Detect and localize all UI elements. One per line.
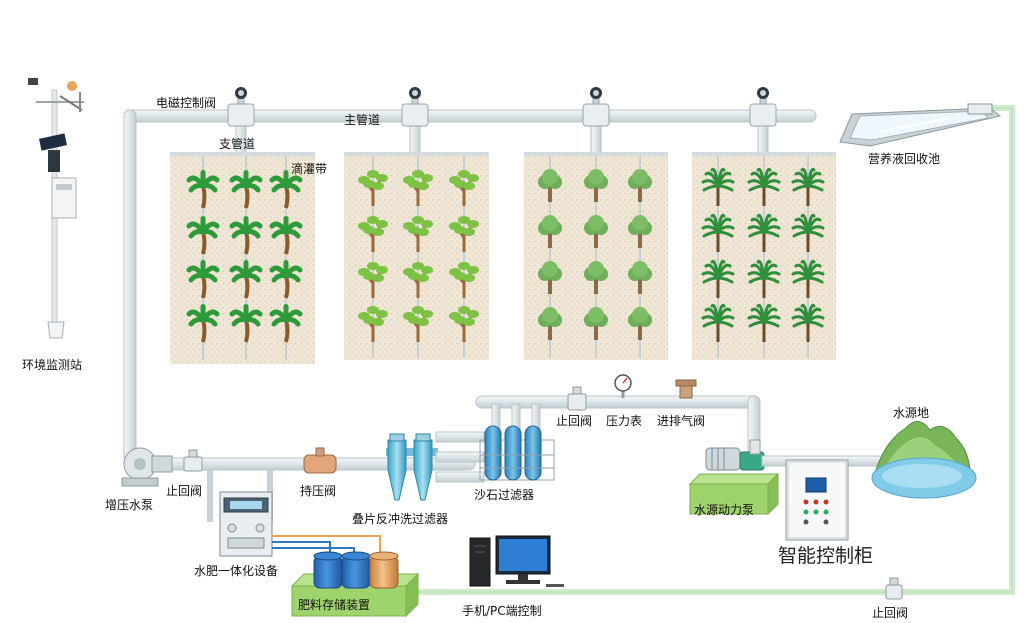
fern-palm-icon bbox=[701, 167, 735, 206]
check-valve-icon bbox=[183, 449, 203, 472]
check-valve-icon bbox=[567, 386, 587, 411]
fern-palm-icon bbox=[701, 259, 735, 298]
fern-palm-icon bbox=[791, 259, 825, 298]
sapling-icon bbox=[358, 306, 388, 342]
pressure-gauge-label: 压力表 bbox=[606, 414, 643, 428]
air-valve-label: 进排气阀 bbox=[657, 414, 706, 428]
solenoid-valve-icon bbox=[749, 87, 777, 127]
palm-tree-icon bbox=[269, 260, 303, 299]
water-pump-icon bbox=[705, 439, 765, 471]
check-valve-left-label: 止回阀 bbox=[166, 484, 203, 498]
round-tree-icon bbox=[628, 261, 652, 294]
solenoid-valve-icon bbox=[582, 87, 610, 127]
solenoid-valve-icon bbox=[401, 87, 429, 127]
fern-palm-icon bbox=[701, 213, 735, 252]
fertigation-unit-label: 水肥一体化设备 bbox=[194, 564, 279, 578]
nutrient-recovery-pool-icon bbox=[839, 103, 1002, 147]
water-source-icon bbox=[871, 421, 977, 499]
check-valve-mid-label: 止回阀 bbox=[556, 414, 593, 428]
sapling-icon bbox=[358, 170, 388, 206]
round-tree-icon bbox=[628, 307, 652, 340]
weather-station-icon bbox=[28, 78, 84, 339]
palm-tree-icon bbox=[229, 260, 263, 299]
round-tree-icon bbox=[628, 215, 652, 248]
vertical-feed-pipe bbox=[123, 109, 137, 463]
control-cabinet-label: 智能控制柜 bbox=[778, 545, 874, 567]
fertilizer-tank-icon bbox=[341, 551, 371, 589]
palm-tree-icon bbox=[186, 260, 220, 299]
source-pump-label: 水源动力泵 bbox=[694, 503, 755, 517]
fertilizer-storage-label: 肥料存储装置 bbox=[298, 598, 371, 612]
fern-palm-icon bbox=[701, 303, 735, 342]
fern-palm-icon bbox=[747, 303, 781, 342]
round-tree-icon bbox=[538, 169, 562, 202]
fern-palm-icon bbox=[791, 167, 825, 206]
fertilizer-tank-icon bbox=[313, 551, 343, 589]
sapling-icon bbox=[403, 262, 433, 298]
check-valve-bottom-label: 止回阀 bbox=[872, 606, 909, 620]
palm-tree-icon bbox=[229, 304, 263, 343]
fern-palm-icon bbox=[747, 213, 781, 252]
booster-pump-label: 增压水泵 bbox=[105, 498, 154, 512]
main-pipe-label: 主管道 bbox=[344, 113, 381, 127]
sand-filter-icon bbox=[479, 425, 555, 481]
palm-tree-icon bbox=[269, 170, 303, 209]
sapling-icon bbox=[403, 306, 433, 342]
palm-tree-icon bbox=[269, 304, 303, 343]
palm-tree-icon bbox=[229, 216, 263, 255]
control-cabinet-icon bbox=[785, 459, 849, 541]
computer-icon bbox=[469, 535, 564, 587]
fern-palm-icon bbox=[791, 303, 825, 342]
fertigation-unit-icon bbox=[219, 491, 273, 557]
round-tree-icon bbox=[584, 261, 608, 294]
sapling-icon bbox=[449, 170, 479, 206]
fern-palm-icon bbox=[791, 213, 825, 252]
sapling-icon bbox=[403, 170, 433, 206]
sand-filter-label: 沙石过滤器 bbox=[474, 488, 535, 502]
sapling-icon bbox=[449, 262, 479, 298]
palm-tree-icon bbox=[229, 170, 263, 209]
fern-palm-icon bbox=[747, 259, 781, 298]
round-tree-icon bbox=[538, 215, 562, 248]
solenoid-valve-label: 电磁控制阀 bbox=[156, 96, 217, 110]
pc-control-label: 手机/PC端控制 bbox=[462, 604, 542, 618]
nutrient-recovery-pool-label: 营养液回收池 bbox=[868, 152, 941, 166]
round-tree-icon bbox=[538, 307, 562, 340]
palm-tree-icon bbox=[186, 170, 220, 209]
sapling-icon bbox=[358, 262, 388, 298]
round-tree-icon bbox=[628, 169, 652, 202]
disc-filter-icon bbox=[386, 433, 438, 501]
round-tree-icon bbox=[584, 169, 608, 202]
palm-tree-icon bbox=[186, 216, 220, 255]
disc-filter-label: 叠片反冲洗过滤器 bbox=[352, 512, 449, 526]
palm-tree-icon bbox=[269, 216, 303, 255]
sapling-icon bbox=[449, 216, 479, 252]
fern-palm-icon bbox=[747, 167, 781, 206]
solenoid-valve-icon bbox=[227, 87, 255, 127]
check-valve-icon bbox=[885, 577, 903, 600]
sapling-icon bbox=[403, 216, 433, 252]
drip-tape-label: 滴灌带 bbox=[291, 162, 328, 176]
pressure-gauge-icon bbox=[614, 374, 632, 398]
air-valve-icon bbox=[675, 379, 697, 399]
booster-pump-icon bbox=[121, 447, 173, 487]
palm-tree-icon bbox=[186, 304, 220, 343]
round-tree-icon bbox=[538, 261, 562, 294]
round-tree-icon bbox=[584, 215, 608, 248]
environment-station-label: 环境监测站 bbox=[22, 358, 83, 372]
round-tree-icon bbox=[584, 307, 608, 340]
pressure-valve-label: 持压阀 bbox=[300, 484, 337, 498]
sapling-icon bbox=[449, 306, 479, 342]
water-source-label: 水源地 bbox=[893, 406, 930, 420]
pressure-valve-icon bbox=[303, 447, 337, 474]
fertilizer-tank-icon bbox=[369, 551, 399, 589]
sapling-icon bbox=[358, 216, 388, 252]
branch-pipe-label: 支管道 bbox=[219, 137, 256, 151]
